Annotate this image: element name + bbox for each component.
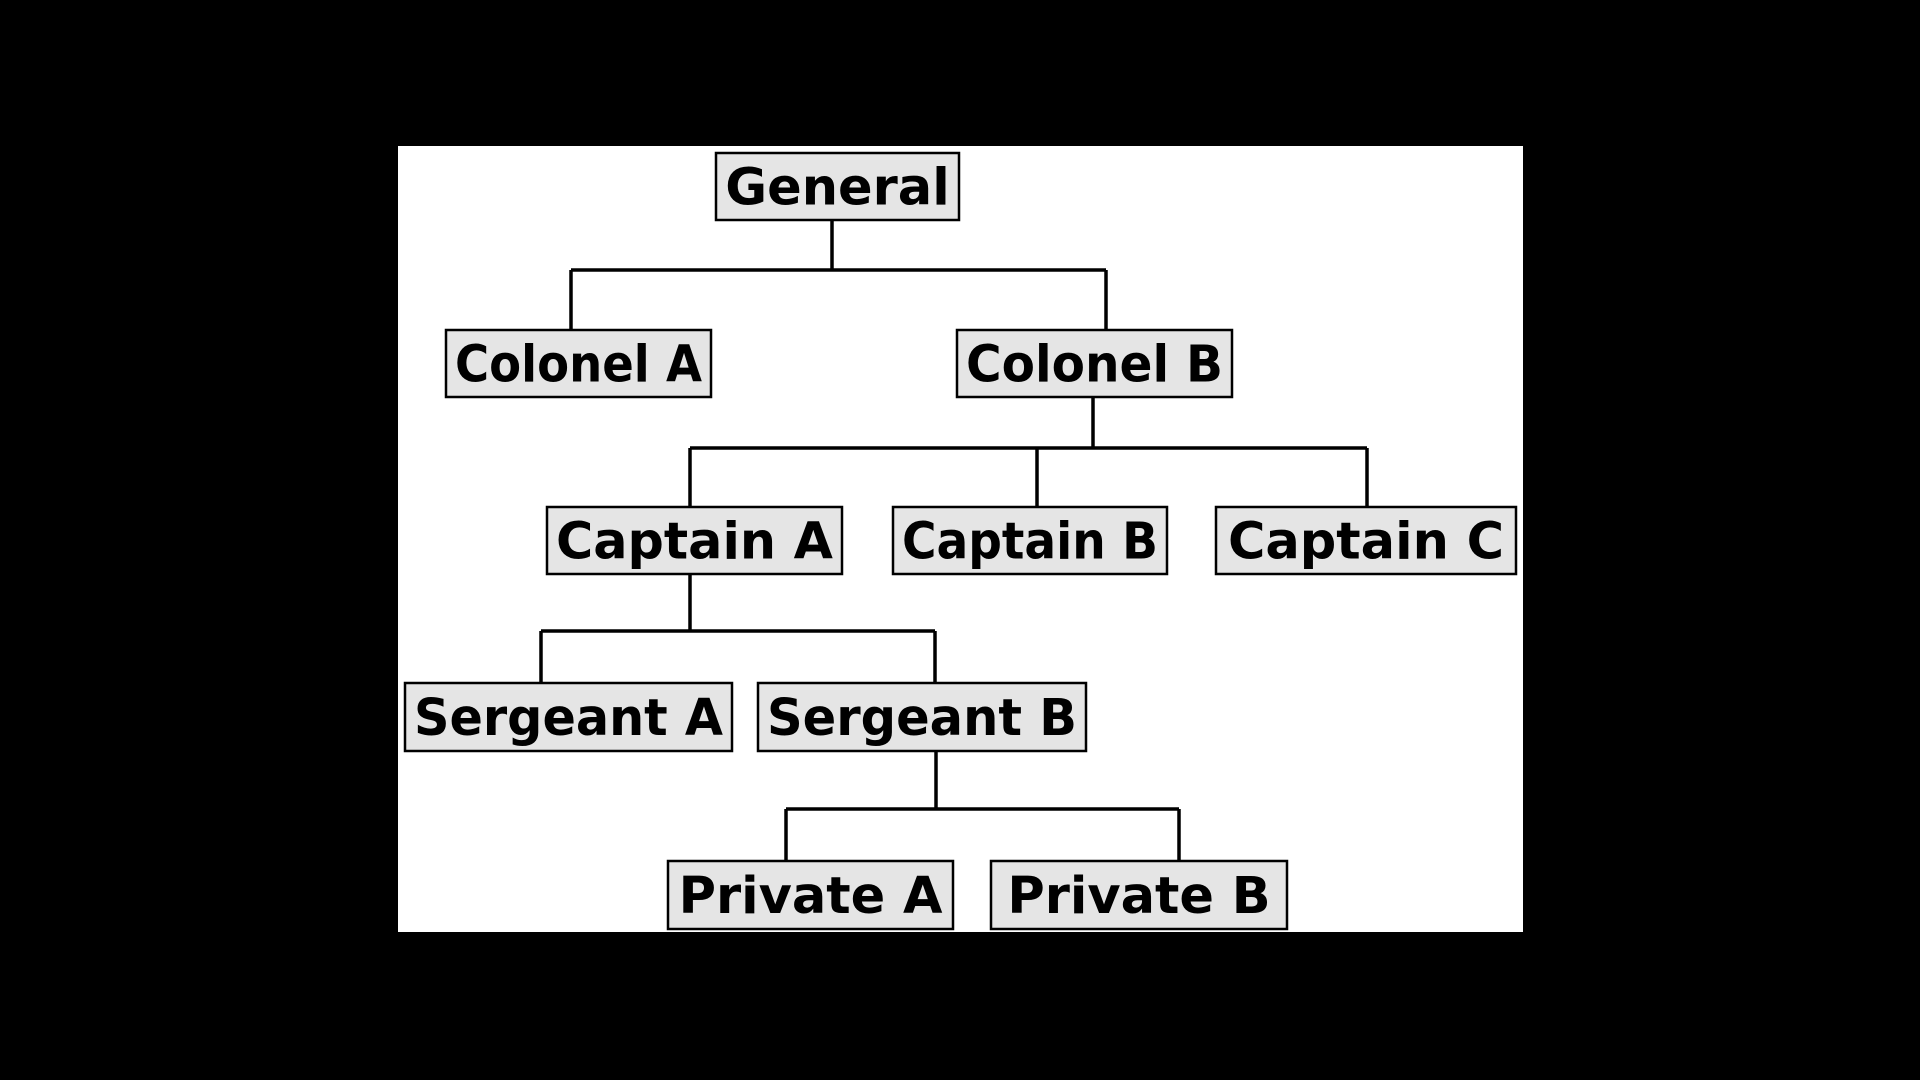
node-label-colonel-a: Colonel A <box>455 336 702 395</box>
node-box-captain-c <box>1214 505 1518 576</box>
node-box-colonel-b <box>955 328 1234 399</box>
node-label-colonel-b: Colonel B <box>966 336 1223 395</box>
node-box-private-b <box>989 859 1289 931</box>
node-captain-c: Captain C <box>1214 505 1518 576</box>
node-label-general: General <box>725 159 949 218</box>
node-label-sergeant-a: Sergeant A <box>414 689 724 748</box>
node-label-private-b: Private B <box>1007 867 1270 926</box>
node-box-captain-b <box>891 505 1169 576</box>
node-private-a: Private A <box>666 859 955 931</box>
node-box-sergeant-a <box>403 681 734 753</box>
node-captain-b: Captain B <box>891 505 1169 576</box>
node-captain-a: Captain A <box>545 505 844 576</box>
node-box-captain-a <box>545 505 844 576</box>
node-box-sergeant-b <box>756 681 1088 753</box>
node-sergeant-a: Sergeant A <box>403 681 734 753</box>
node-box-private-a <box>666 859 955 931</box>
node-label-sergeant-b: Sergeant B <box>767 689 1077 748</box>
node-sergeant-b: Sergeant B <box>756 681 1088 753</box>
node-private-b: Private B <box>989 859 1289 931</box>
node-label-captain-c: Captain C <box>1228 513 1504 572</box>
node-colonel-b: Colonel B <box>955 328 1234 399</box>
node-label-private-a: Private A <box>679 867 943 926</box>
node-general: General <box>714 151 961 222</box>
node-label-captain-a: Captain A <box>556 513 834 572</box>
node-box-colonel-a <box>444 328 713 399</box>
edges-layer <box>539 220 1369 861</box>
node-label-captain-b: Captain B <box>902 513 1158 572</box>
node-colonel-a: Colonel A <box>444 328 713 399</box>
node-box-general <box>714 151 961 222</box>
